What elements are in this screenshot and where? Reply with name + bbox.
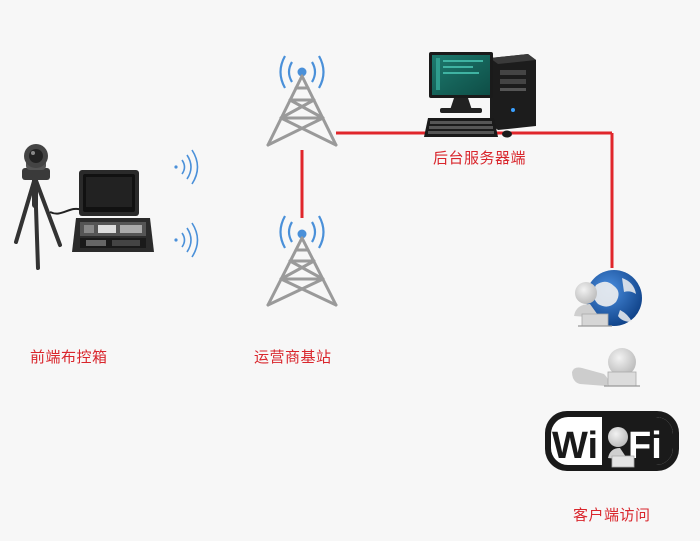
wireless-signal-icon bbox=[174, 149, 199, 185]
frontend-box-node bbox=[14, 144, 199, 270]
cable bbox=[49, 207, 83, 215]
laptop-user-icon bbox=[574, 282, 612, 327]
globe-icon bbox=[586, 270, 642, 326]
label-server: 后台服务器端 bbox=[433, 149, 527, 167]
desktop-computer-icon bbox=[424, 52, 536, 138]
wireless-signal-icon bbox=[174, 222, 199, 258]
control-case-icon bbox=[72, 170, 154, 252]
laptop-user-icon bbox=[572, 348, 640, 387]
cell-tower-icon bbox=[266, 215, 338, 307]
label-frontend-box: 前端布控箱 bbox=[30, 348, 108, 366]
wifi-logo-text-left: Wi bbox=[552, 425, 598, 467]
label-base-station: 运营商基站 bbox=[254, 348, 332, 366]
wifi-logo-icon: Wi Fi bbox=[545, 411, 679, 471]
cell-tower-icon bbox=[266, 55, 338, 147]
tripod-icon bbox=[14, 175, 62, 270]
label-client: 客户端访问 bbox=[573, 506, 651, 524]
ptz-camera-icon bbox=[22, 144, 50, 180]
